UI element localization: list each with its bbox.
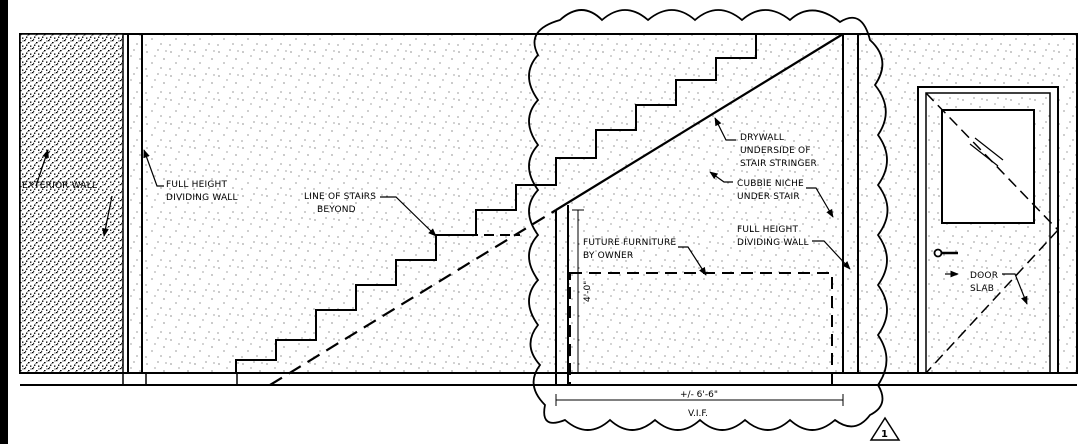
- note-cubbie-1: CUBBIE NICHE: [737, 179, 804, 189]
- revision-tag: 1: [869, 416, 901, 441]
- leader-exterior-1: [35, 149, 49, 187]
- note-door-2: SLAB: [970, 284, 994, 294]
- stair-profile: [235, 33, 803, 372]
- note-full-height-right-1: FULL HEIGHT: [737, 225, 799, 235]
- door-swing-upper: [925, 92, 1059, 231]
- leader-door-2: [1002, 273, 1028, 305]
- note-future-2: BY OWNER: [583, 251, 633, 261]
- note-exterior-wall: EXTERIOR WALL: [22, 181, 97, 191]
- revision-cloud: [528, 9, 889, 431]
- door-handle: [933, 248, 958, 258]
- leader-full-height-left: [143, 149, 164, 187]
- vif-text: V.I.F.: [688, 409, 708, 419]
- wall-field: [19, 33, 1078, 374]
- note-full-height-left-2: DIVIDING WALL: [166, 193, 238, 203]
- note-drywall-2: UNDERSIDE OF: [740, 146, 811, 156]
- note-stairs-2: BEYOND: [317, 205, 356, 215]
- leader-cubbie-2: [806, 187, 834, 218]
- future-furniture-outline: [569, 272, 833, 386]
- note-full-height-left-1: FULL HEIGHT: [166, 180, 228, 190]
- leader-cubbie: [709, 171, 733, 183]
- left-edge-strip: [0, 0, 8, 444]
- note-stairs-1: LINE OF STAIRS: [304, 192, 376, 202]
- height-dimension-text: 4'-0": [583, 281, 593, 302]
- leader-exterior-2: [102, 195, 113, 237]
- exterior-wall-hatch: [19, 33, 124, 374]
- note-drywall-3: STAIR STRINGER: [740, 159, 817, 169]
- leader-future: [678, 246, 707, 276]
- stringer-solid: [555, 33, 844, 211]
- note-cubbie-2: UNDER STAIR: [737, 192, 800, 202]
- leader-drywall: [714, 117, 736, 141]
- leader-stairs: [380, 196, 437, 237]
- note-door-1: DOOR: [970, 271, 998, 281]
- note-full-height-right-2: DIVIDING WALL: [737, 238, 809, 248]
- door-vision-panel: [941, 109, 1035, 224]
- revision-tag-number: 1: [881, 429, 888, 440]
- width-dimension-text: +/- 6'-6": [680, 390, 718, 400]
- note-future-1: FUTURE FURNITURE: [583, 238, 676, 248]
- stringer-dashed: [269, 209, 557, 386]
- leader-full-height-right: [812, 240, 851, 270]
- note-drywall-1: DRYWALL: [740, 133, 784, 143]
- door-swing-lower: [925, 229, 1059, 374]
